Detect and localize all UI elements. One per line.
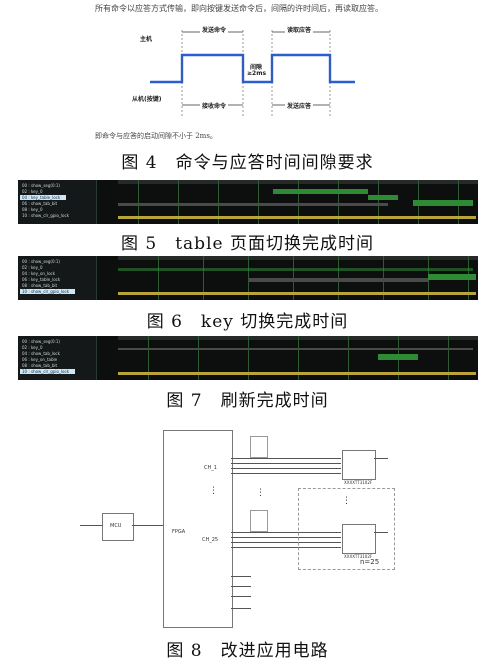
signal-name-selected[interactable]: 04 : key_table_lock [20, 195, 67, 200]
signal-high [378, 354, 418, 360]
timing-diagram: 发送命令 读取应答 主机 间隙 ≥2ms 从机(按键) 接收命令 发送应答 [132, 22, 370, 127]
mcu-block: MCU [102, 513, 134, 541]
signal-name: 06 : show_tab_bit [22, 201, 58, 206]
signal-name: 00 : show_seg(0:1) [22, 339, 60, 344]
time-ruler [118, 256, 478, 260]
figure6-caption: 图 6 key 切换完成时间 [146, 312, 349, 332]
circuit-diagram: MCU FPGA CH_1 CH_25 ⋮ ⋮ XXXXTT3102F XXXX… [60, 428, 430, 628]
fpga-block: FPGA CH_1 CH_25 ⋮ [163, 430, 233, 628]
intro-text: 所有命令以应答方式传输，即向按键发送命令后，间隔的许时间后，再读取应答。 [95, 4, 383, 13]
host-label: 主机 [140, 36, 153, 43]
signal-name: 04 : key_on_lock [22, 271, 56, 276]
ch1-label: CH_1 [204, 465, 217, 471]
send-response-label: 发送应答 [285, 101, 314, 110]
signal-name: 02 : key_0 [22, 345, 43, 350]
slave-label: 从机(按键) [132, 96, 162, 103]
signal-name: 00 : show_seg(0:1) [22, 183, 60, 188]
ellipsis: ⋮ [209, 486, 218, 496]
bus-trace [118, 292, 476, 295]
bus-trace [118, 372, 476, 375]
mcu-label: MCU [110, 523, 122, 529]
send-command-label: 发送命令 [200, 25, 229, 34]
channel-count: n=25 [360, 558, 380, 566]
signal-trace [118, 203, 388, 206]
fpga-label: FPGA [172, 529, 186, 535]
key-chip-25 [342, 524, 376, 554]
signal-trace [248, 278, 428, 282]
signal-trace [118, 348, 473, 350]
capture-key-switch: 00 : show_seg(0:1) 02 : key_0 04 : key_o… [18, 256, 478, 300]
ch25-label: CH_25 [202, 537, 219, 543]
channel-group [298, 488, 395, 570]
ellipsis: ⋮ [342, 496, 351, 506]
key-chip-1 [342, 450, 376, 480]
bus-trace [118, 216, 476, 219]
timing-note: 即命令与应答的启动间隙不小于 2ms。 [95, 132, 217, 140]
receive-command-label: 接收命令 [200, 101, 229, 110]
signal-high [368, 195, 398, 200]
resistor-network [250, 436, 268, 458]
signal-name-selected[interactable]: 10 : show_clr_gpio_lock [20, 369, 75, 374]
ellipsis: ⋮ [256, 488, 265, 498]
signal-trace [118, 268, 473, 271]
signal-high [413, 200, 473, 206]
chip-label: XXXXTT3102F [344, 554, 373, 559]
gap-label: 间隙 [250, 64, 263, 71]
timing-waveform [150, 30, 355, 117]
signal-name: 00 : show_seg(0:1) [22, 259, 60, 264]
signal-name-selected[interactable]: 10 : show_clr_gpio_lock [20, 289, 75, 294]
signal-list: 00 : show_seg(0:1) 02 : key_0 04 : key_o… [18, 256, 97, 300]
resistor-network [250, 510, 268, 532]
signal-name: 02 : key_0 [22, 265, 43, 270]
figure5-caption: 图 5 table 页面切换完成时间 [121, 234, 374, 254]
signal-name: 10 : show_clr_gpio_lock [22, 213, 69, 218]
capture-table-switch: 00 : show_seg(0:1) 02 : key_0 04 : key_t… [18, 180, 478, 224]
figure7-caption: 图 7 刷新完成时间 [166, 391, 329, 411]
signal-name: 06 : key_table_lock [22, 277, 61, 282]
capture-refresh: 00 : show_seg(0:1) 02 : key_0 04 : show_… [18, 336, 478, 380]
figure8-caption: 图 8 改进应用电路 [166, 641, 329, 661]
signal-list: 00 : show_seg(0:1) 02 : key_0 04 : show_… [18, 336, 97, 380]
signal-name: 08 : key_0 [22, 207, 43, 212]
gap-value: ≥2ms [247, 70, 267, 77]
signal-high [273, 189, 368, 194]
signal-high [428, 274, 476, 280]
signal-name: 08 : show_tab_bit [22, 283, 58, 288]
read-response-label: 读取应答 [285, 25, 314, 34]
signal-name: 08 : show_tab_bit [22, 363, 58, 368]
figure4-caption: 图 4 命令与应答时间间隙要求 [121, 153, 374, 173]
chip-label: XXXXTT3102F [344, 480, 373, 485]
signal-name: 02 : key_0 [22, 189, 43, 194]
signal-name: 06 : key_on_table [22, 357, 58, 362]
signal-name: 04 : show_tab_lock [22, 351, 60, 356]
signal-list: 00 : show_seg(0:1) 02 : key_0 04 : key_t… [18, 180, 97, 224]
